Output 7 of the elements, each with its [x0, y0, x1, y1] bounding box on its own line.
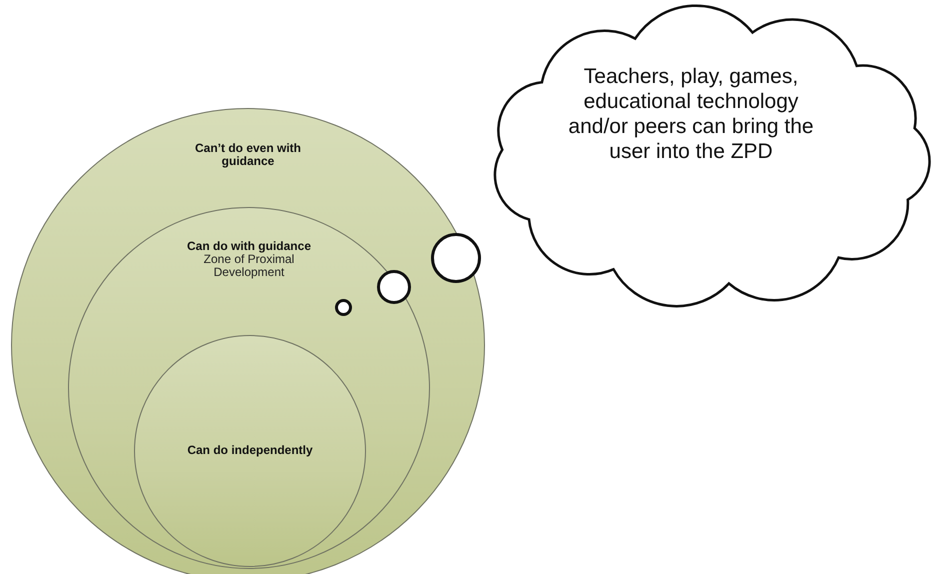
zone-title: Can do with guidance [186, 240, 311, 253]
thought-bubble [335, 299, 352, 316]
thought-bubble [377, 270, 411, 304]
zone-title: Can’t do even with guidance [194, 142, 302, 168]
zone-title: Can do independently [187, 444, 313, 457]
cloud-text: Teachers, play, games, educational technology and/or peers can bring the user into the ZPD [567, 64, 815, 164]
zone-subtitle: Zone of Proximal Development [202, 253, 294, 279]
